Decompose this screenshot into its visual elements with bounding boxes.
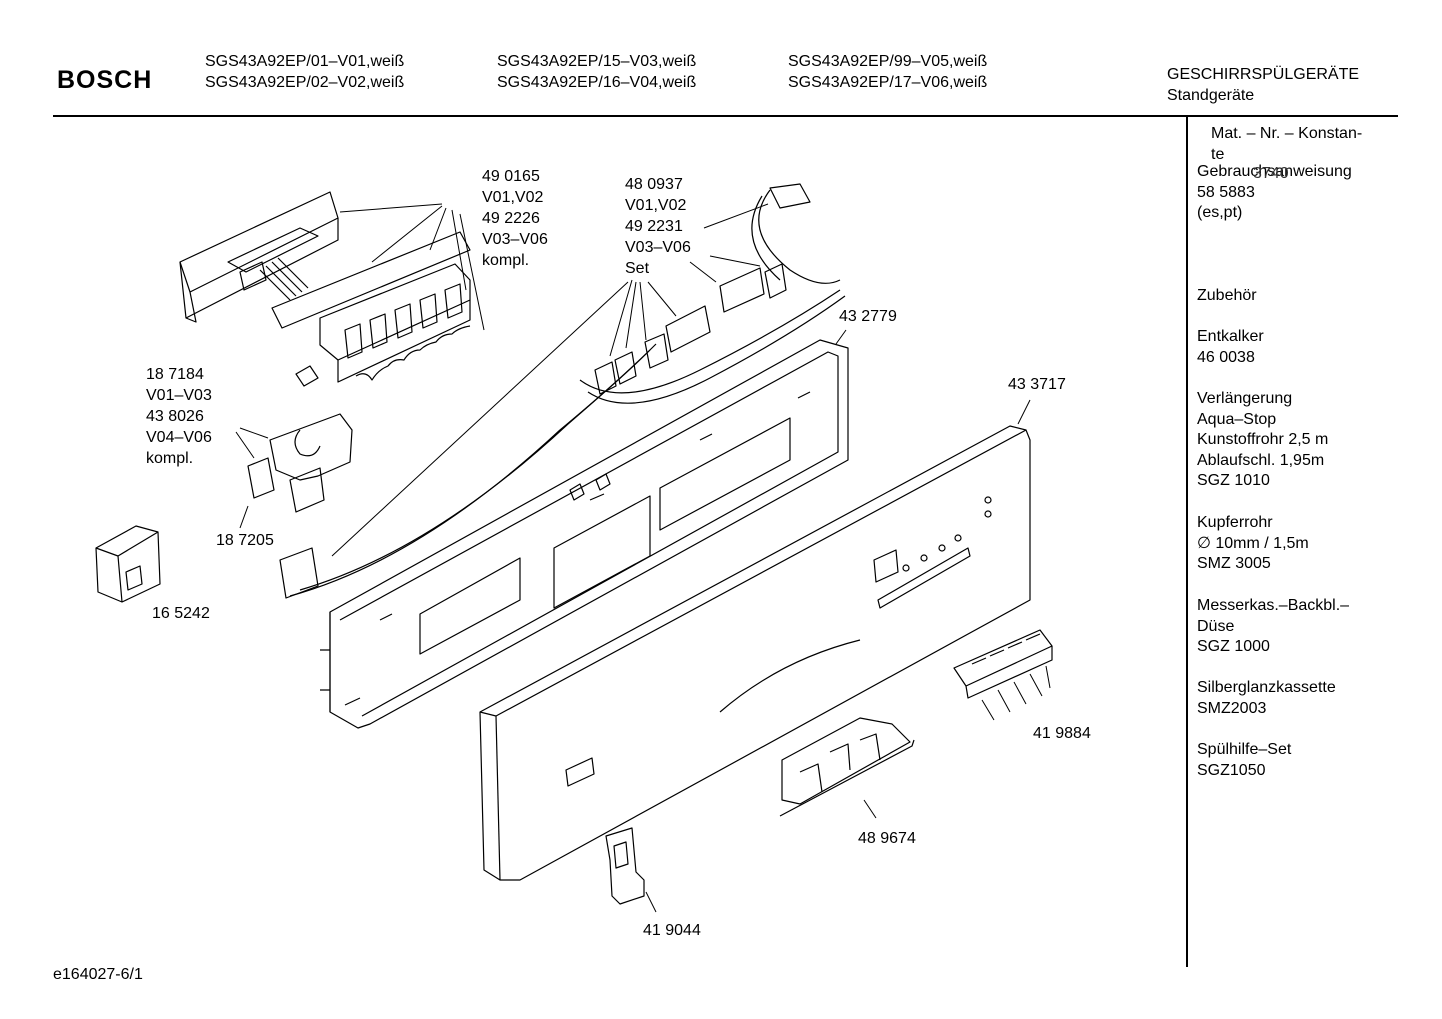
accessory-line: SGZ 1000 (1197, 638, 1270, 655)
part-label-lever: 48 9674 (858, 830, 916, 847)
model-column-1: SGS43A92EP/01–V01,weiß SGS43A92EP/02–V02… (205, 51, 404, 93)
part-label-buttons: 41 9884 (1033, 725, 1091, 742)
accessory-item: Messerkas.–Backbl.– Düse SGZ 1000 (1197, 596, 1349, 658)
accessory-line: 46 0038 (1197, 348, 1255, 366)
part-variant: V04–V06 (146, 429, 212, 446)
part-variant: V01,V02 (482, 189, 544, 206)
model-number: SGS43A92EP/17–V06,weiß (788, 74, 988, 91)
leader-lines (235, 203, 1051, 913)
lever-drawing (779, 717, 915, 817)
manual-block: Gebrauchsanweisung 58 5883 (es,pt) (1197, 162, 1352, 224)
part-label-cable-set: 48 0937 V01,V02 49 2231 V03–V06 Set (625, 174, 691, 279)
model-number: SGS43A92EP/99–V05,weiß (788, 53, 988, 70)
manual-title: Gebrauchsanweisung (1197, 163, 1352, 180)
document-code: e164027-6/1 (53, 966, 143, 983)
part-variant: V01–V03 (146, 387, 212, 404)
control-module-drawing (179, 191, 471, 387)
part-number: 49 0165 (482, 168, 540, 185)
accessory-line: Spülhilfe–Set (1197, 741, 1292, 758)
model-column-2: SGS43A92EP/15–V03,weiß SGS43A92EP/16–V04… (497, 51, 696, 93)
buttons-drawing (953, 629, 1053, 699)
model-number: SGS43A92EP/01–V01,weiß (205, 53, 405, 70)
accessory-line: Entkalker (1197, 328, 1264, 345)
model-column-3: SGS43A92EP/99–V05,weiß SGS43A92EP/17–V06… (788, 51, 987, 93)
part-label-valve: 18 7184 V01–V03 43 8026 V04–V06 kompl. (146, 364, 212, 469)
accessory-line: ∅ 10mm / 1,5m (1197, 534, 1309, 552)
accessory-line: Düse (1197, 617, 1235, 635)
part-label-front-panel: 43 3717 (1008, 376, 1066, 393)
accessory-line: Verlängerung (1197, 390, 1293, 407)
part-number: 43 8026 (146, 408, 204, 425)
part-label-control-module: 49 0165 V01,V02 49 2226 V03–V06 kompl. (482, 166, 548, 271)
part-variant: V01,V02 (625, 197, 687, 214)
accessory-line: Silberglanzkassette (1197, 679, 1336, 696)
part-label-connector-block: 16 5242 (152, 605, 210, 622)
part-note: kompl. (482, 252, 530, 269)
manual-languages: (es,pt) (1197, 204, 1243, 221)
accessory-line: Kunstoffrohr 2,5 m (1197, 431, 1329, 448)
front-panel-drawing (479, 425, 1031, 881)
exploded-parts-drawing (95, 183, 1053, 913)
part-variant: V03–V06 (625, 239, 691, 256)
accessories-title: Zubehör (1197, 287, 1257, 304)
accessory-line: Ablaufschl. 1,95m (1197, 451, 1325, 469)
header-divider (53, 115, 1398, 117)
accessory-item: Silberglanzkassette SMZ2003 (1197, 678, 1336, 719)
accessory-item: Kupferrohr ∅ 10mm / 1,5m SMZ 3005 (1197, 513, 1309, 575)
manual-number: 58 5883 (1197, 183, 1255, 201)
model-number: SGS43A92EP/16–V04,weiß (497, 74, 697, 91)
bracket-drawing (605, 827, 645, 905)
accessory-item: Spülhilfe–Set SGZ1050 (1197, 740, 1291, 781)
accessory-line: SMZ2003 (1197, 699, 1267, 717)
mat-nr-line: te (1211, 145, 1225, 163)
connector-block-drawing (95, 525, 161, 603)
part-number: 48 0937 (625, 176, 683, 193)
part-note: Set (625, 260, 650, 277)
category-title: GESCHIRRSPÜLGERÄTE Standgeräte (1167, 64, 1359, 106)
accessory-line: Aqua–Stop (1197, 410, 1277, 428)
part-label-relay: 18 7205 (216, 532, 274, 549)
accessory-item: Verlängerung Aqua–Stop Kunstoffrohr 2,5 … (1197, 389, 1328, 492)
sidebar-divider (1186, 117, 1188, 967)
accessory-line: SGZ1050 (1197, 761, 1266, 779)
model-number: SGS43A92EP/02–V02,weiß (205, 74, 405, 91)
part-number: 49 2231 (625, 218, 683, 235)
inner-frame-drawing (320, 339, 849, 729)
part-label-bracket: 41 9044 (643, 922, 701, 939)
part-note: kompl. (146, 450, 194, 467)
mat-nr-line: Mat. – Nr. – Konstan- (1211, 125, 1363, 142)
accessory-line: SMZ 3005 (1197, 555, 1271, 572)
manual-overlap-text: 3740 (1253, 165, 1289, 182)
cable-set-drawing (279, 183, 846, 599)
mat-nr-heading: Mat. – Nr. – Konstan- te (1211, 124, 1362, 165)
category-line: GESCHIRRSPÜLGERÄTE (1167, 66, 1360, 83)
accessory-line: Kupferrohr (1197, 514, 1273, 531)
part-variant: V03–V06 (482, 231, 548, 248)
accessory-line: Messerkas.–Backbl.– (1197, 597, 1350, 614)
valve-drawing (247, 413, 353, 513)
model-number: SGS43A92EP/15–V03,weiß (497, 53, 697, 70)
accessory-item: Entkalker 46 0038 (1197, 327, 1264, 368)
part-number: 49 2226 (482, 210, 540, 227)
category-subline: Standgeräte (1167, 87, 1255, 104)
part-label-frame: 43 2779 (839, 308, 897, 325)
part-number: 18 7184 (146, 366, 204, 383)
accessory-line: SGZ 1010 (1197, 472, 1270, 489)
brand-logo: BOSCH (57, 66, 153, 94)
